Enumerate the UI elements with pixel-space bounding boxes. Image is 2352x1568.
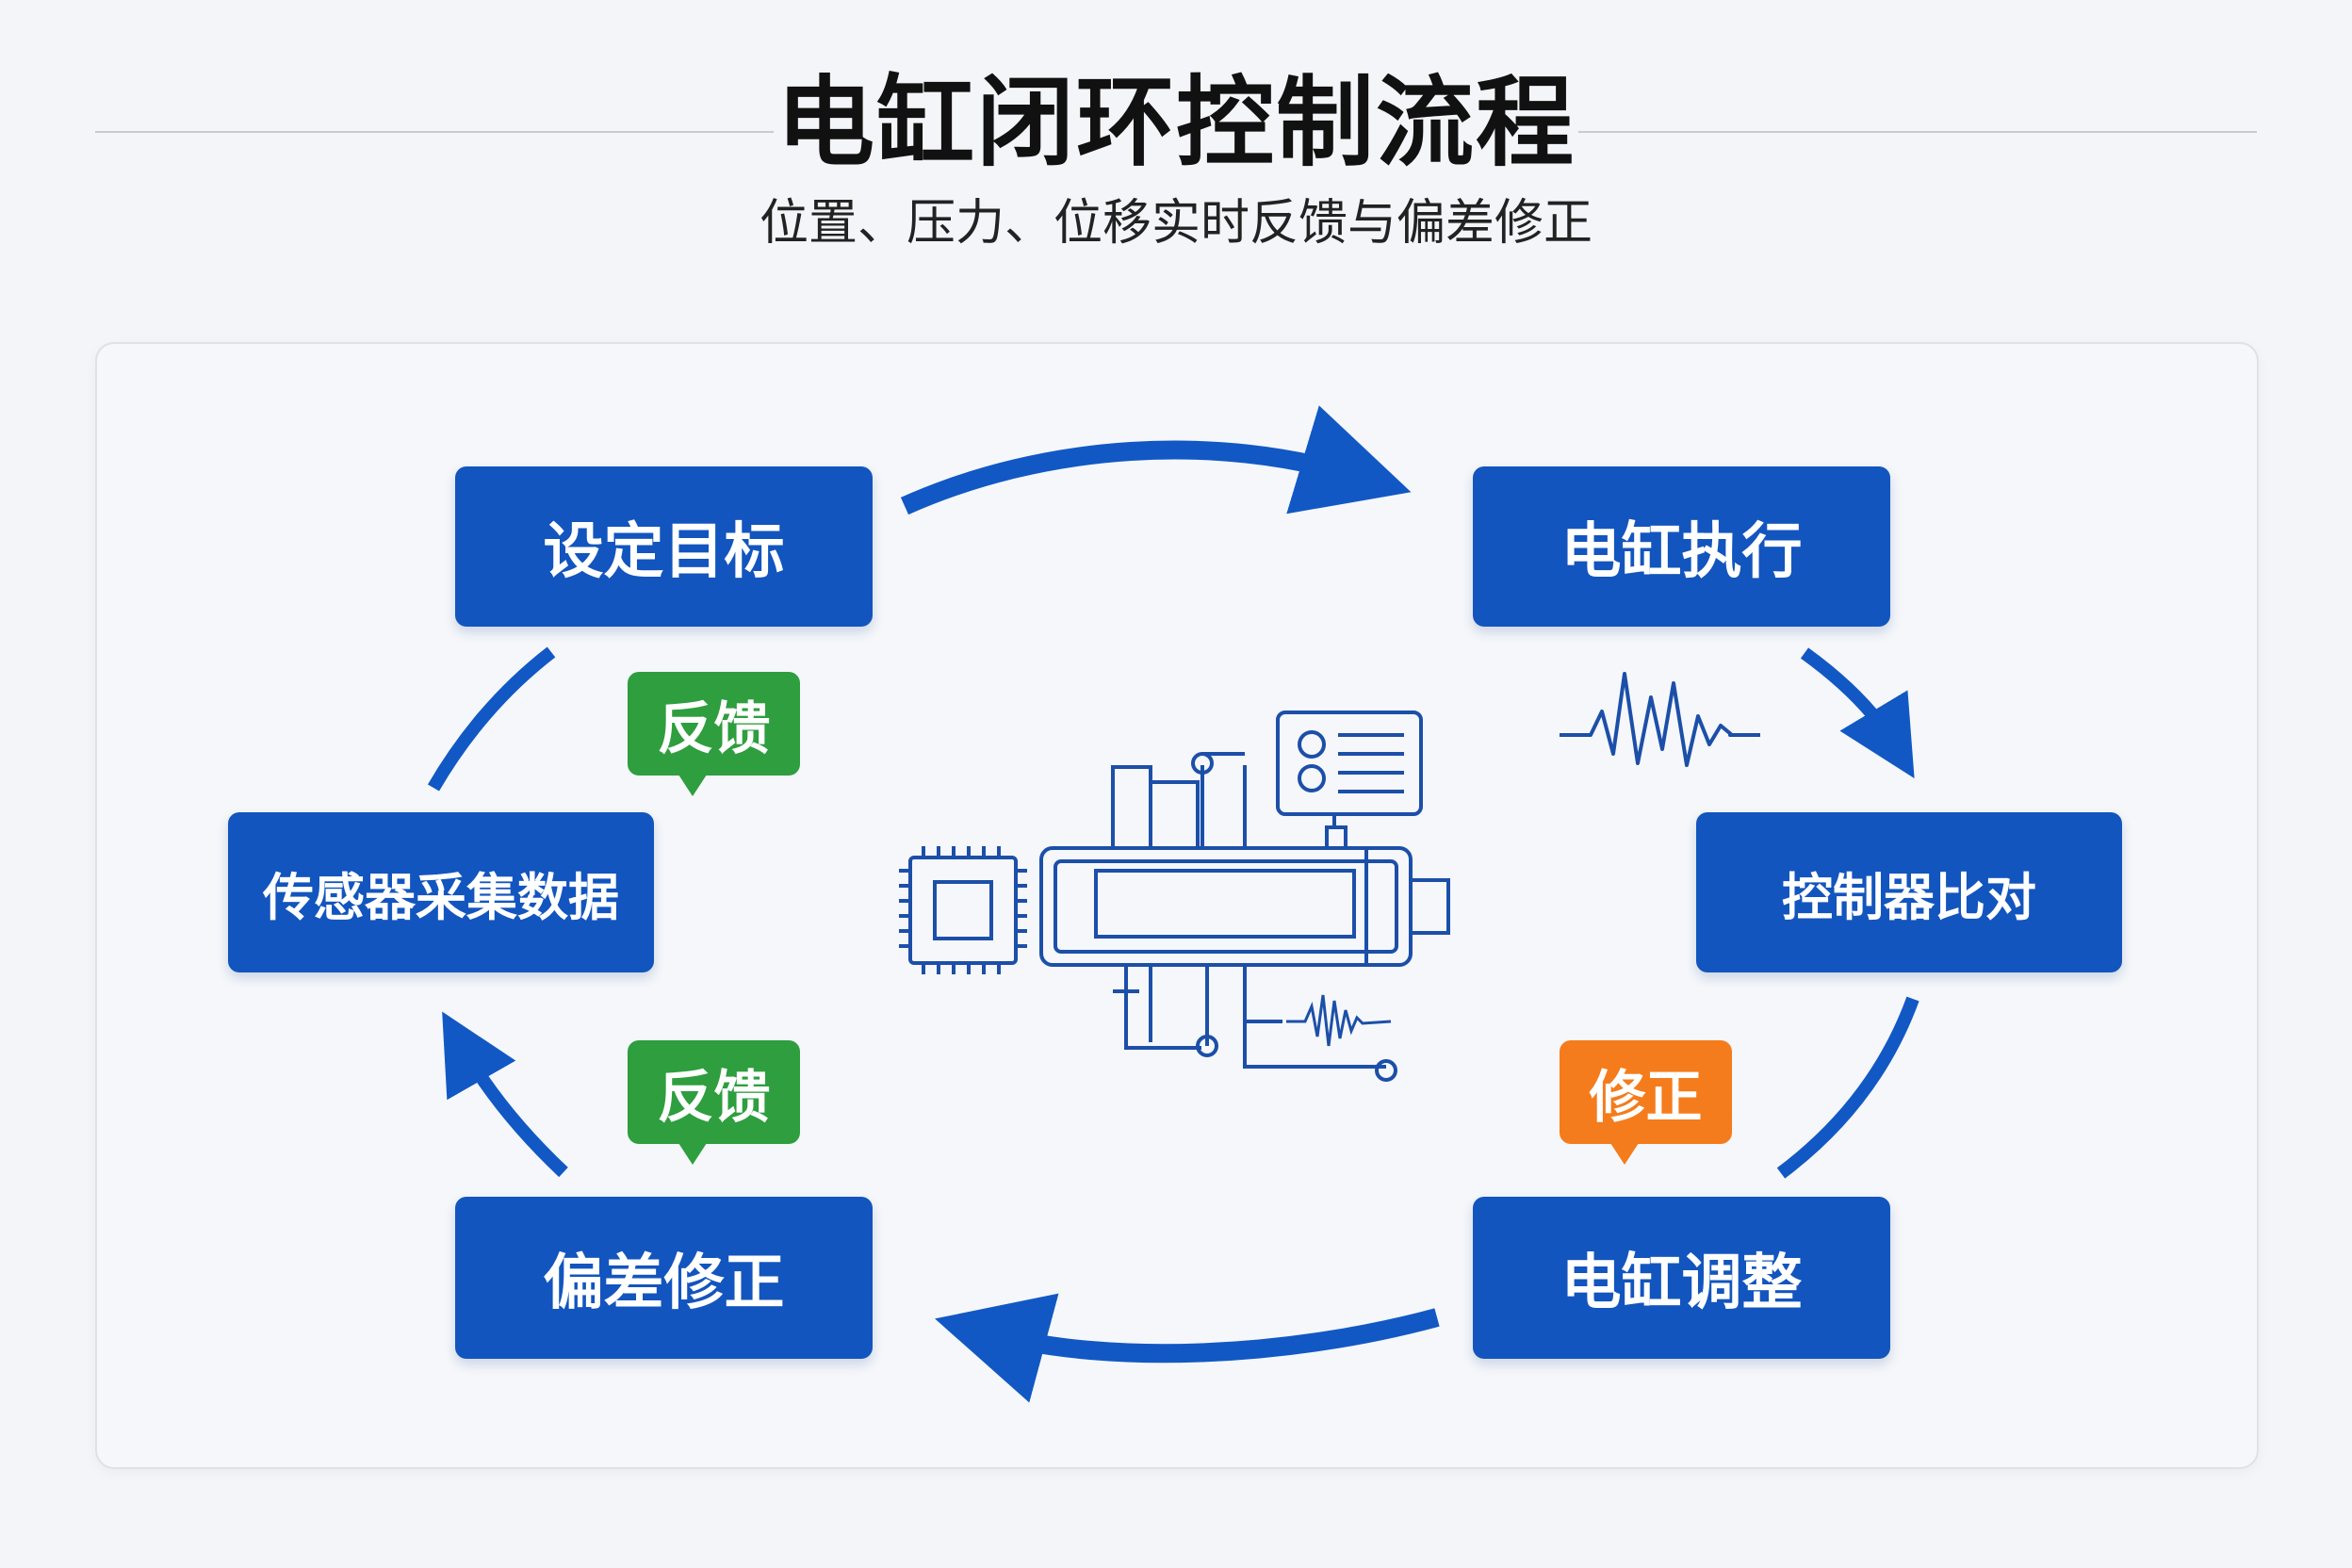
title-rule-right: [1578, 131, 2257, 133]
control-panel-icon: [1276, 710, 1423, 850]
correction-badge: 修正: [1560, 1040, 1732, 1165]
node-sensor-collect: 传感器采集数据: [228, 812, 654, 972]
arrow-target-to-execute: [900, 405, 1412, 515]
node-cylinder-execute: 电缸执行: [1473, 466, 1890, 627]
waveform-icon: [1560, 672, 1760, 767]
page-title: 电缸闭环控制流程: [776, 65, 1576, 180]
arrow-execute-to-controller: [1800, 647, 1915, 779]
feedback-badge-lower-label: 反馈: [657, 1064, 771, 1131]
node-deviation-correct: 偏差修正: [455, 1197, 873, 1359]
node-set-target: 设定目标: [455, 466, 873, 627]
chip-icon: [899, 846, 1027, 974]
node-cylinder-adjust: 电缸调整: [1473, 1197, 1890, 1359]
arrow-controller-to-adjust: [1776, 996, 1919, 1179]
page-subtitle: 位置、压力、位移实时反馈与偏差修正: [759, 195, 1592, 252]
electric-cylinder-illustration-icon: [899, 710, 1450, 1082]
title-rule-left: [95, 131, 774, 133]
feedback-badge-upper-label: 反馈: [657, 695, 771, 762]
feedback-badge-lower: 反馈: [628, 1040, 800, 1165]
arrow-adjust-to-correct: [935, 1293, 1440, 1403]
feedback-badge-upper: 反馈: [628, 672, 800, 796]
arrow-sensor-to-target: [427, 646, 556, 792]
node-controller-compare: 控制器比对: [1696, 812, 2122, 972]
arrow-correct-to-sensor: [442, 1011, 568, 1178]
correction-badge-label: 修正: [1589, 1064, 1703, 1131]
